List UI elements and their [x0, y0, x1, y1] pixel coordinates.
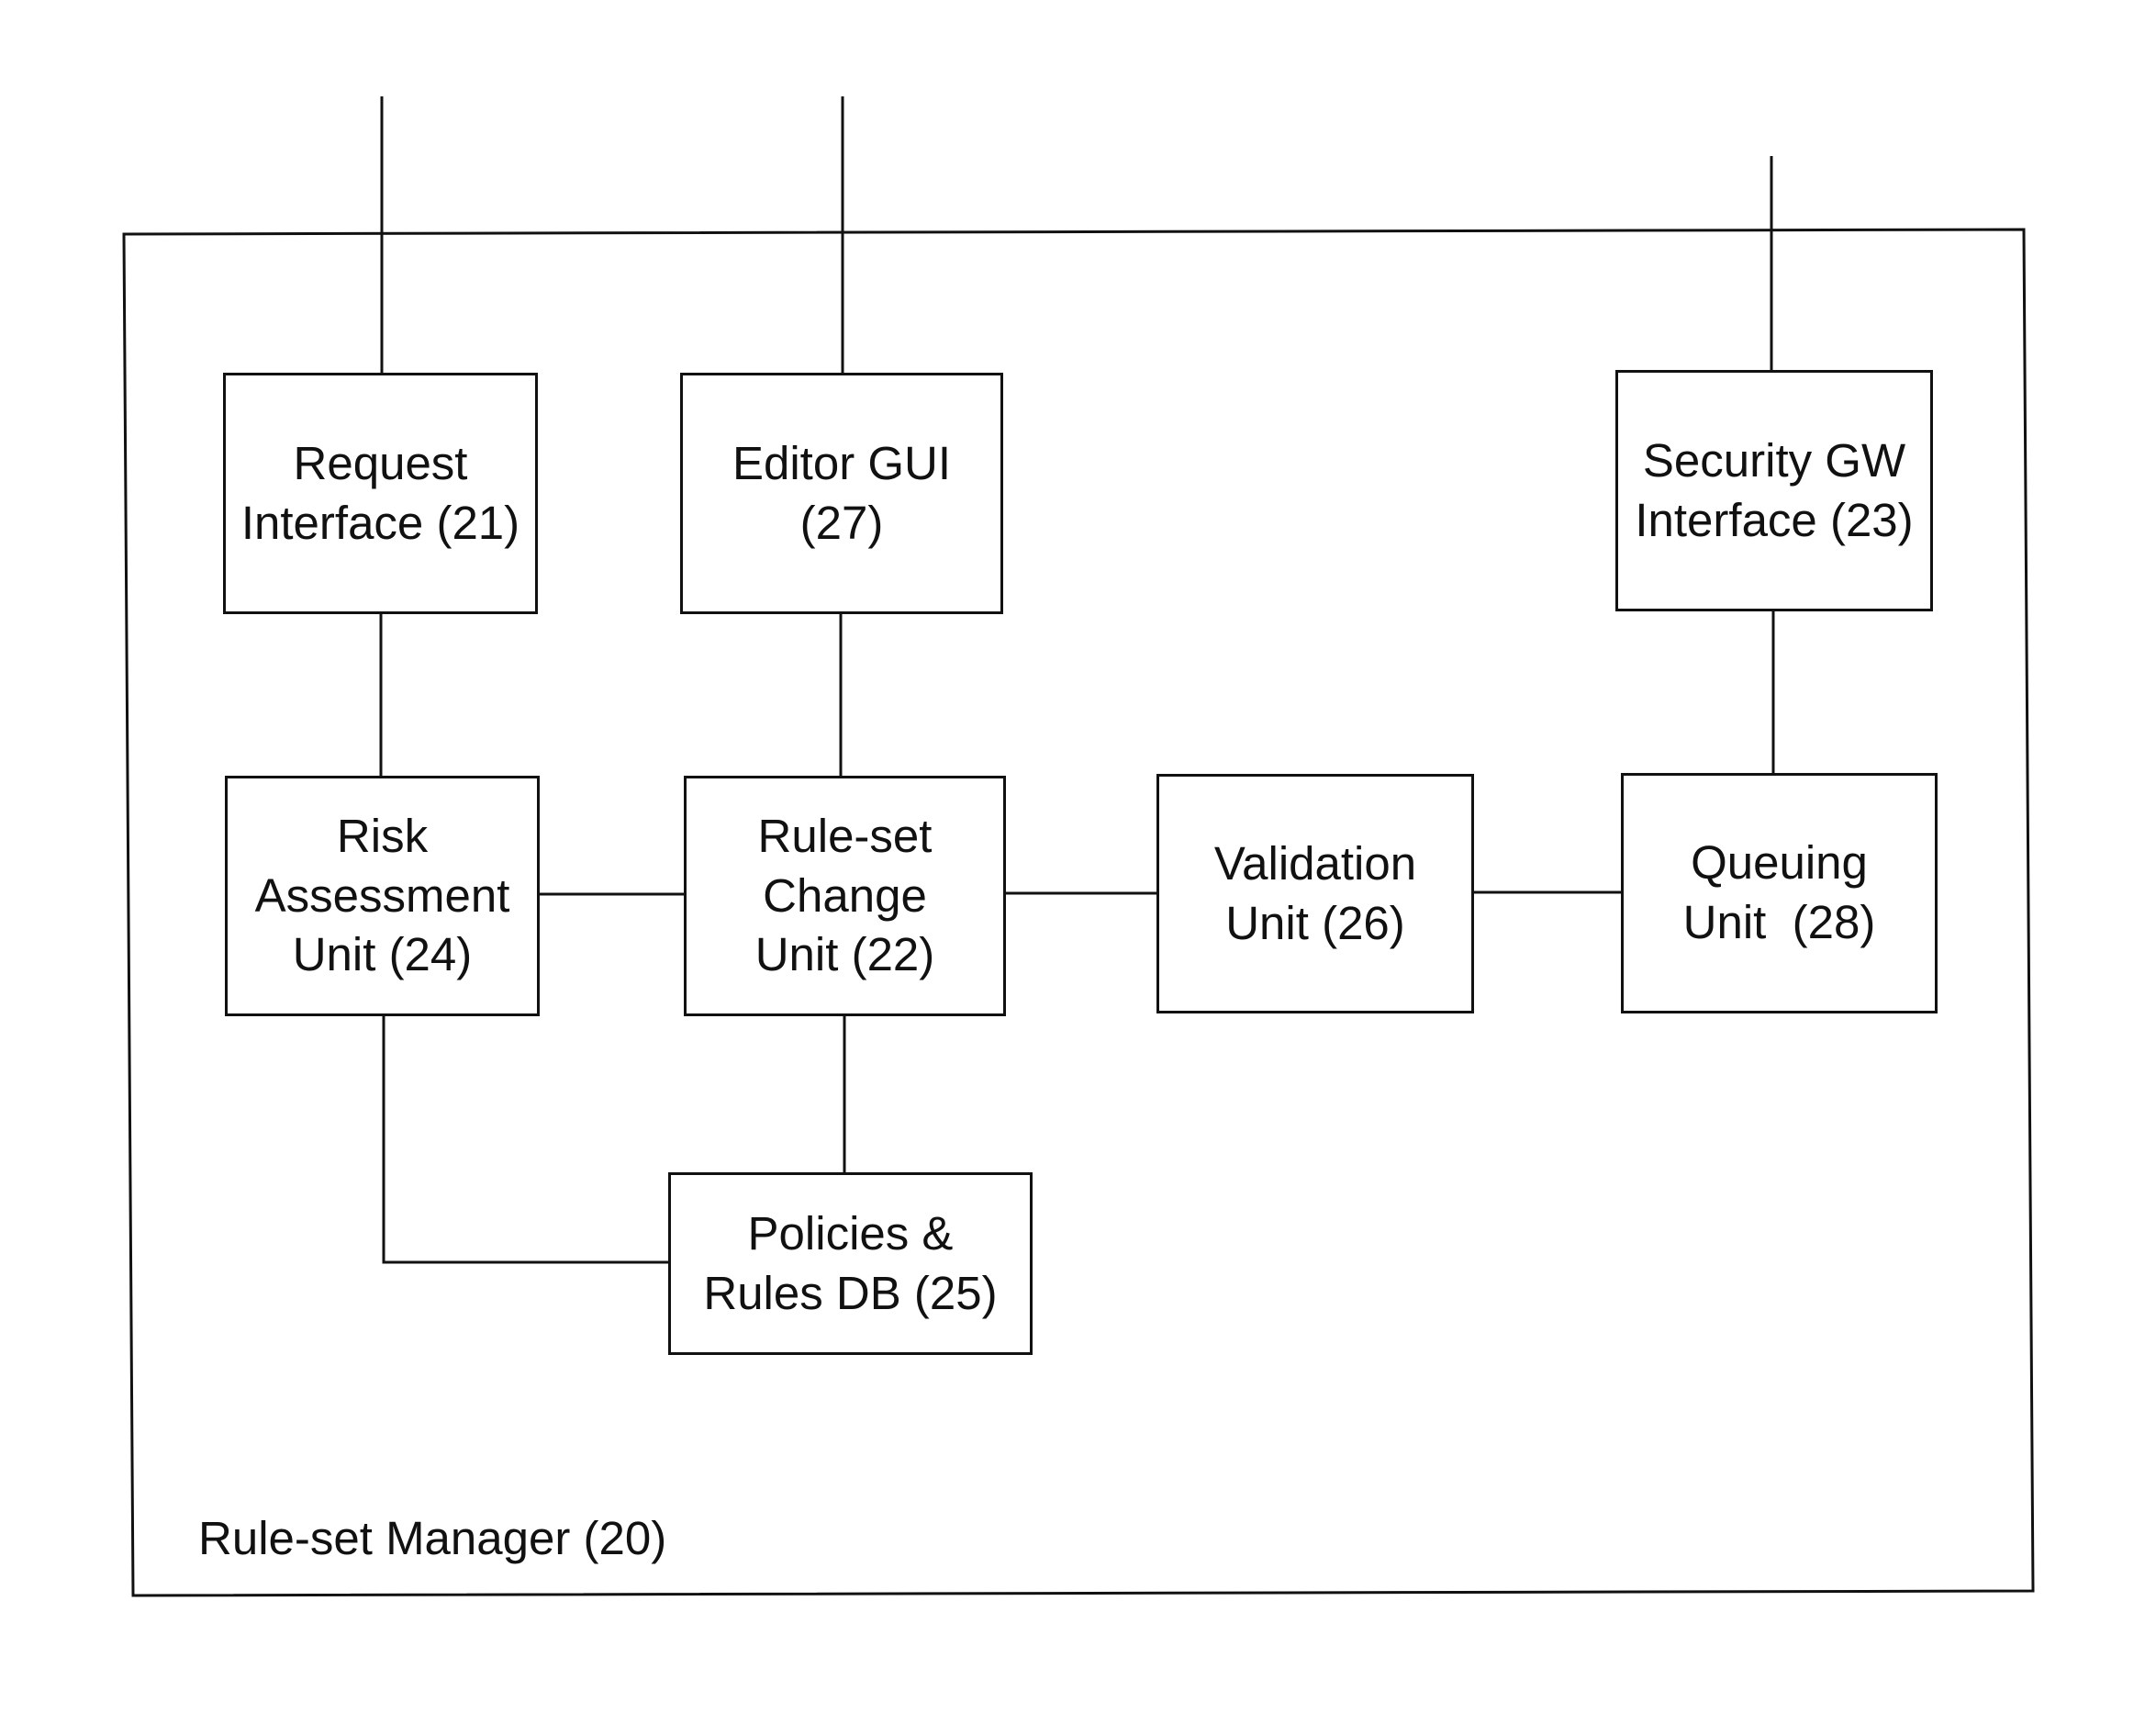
- request-interface-line2: Interface (21): [241, 494, 519, 554]
- security-gw-interface-line2: Interface (23): [1635, 491, 1913, 551]
- security-gw-interface-block: Security GW Interface (23): [1615, 370, 1933, 611]
- ruleset-change-line2: Change: [755, 867, 935, 926]
- queuing-unit-line1: Queuing: [1683, 834, 1876, 893]
- queuing-unit-line2: Unit (28): [1683, 893, 1876, 953]
- validation-unit-line2: Unit (26): [1214, 894, 1416, 954]
- editor-gui-block: Editor GUI (27): [680, 373, 1003, 614]
- security-gw-interface-line1: Security GW: [1635, 431, 1913, 491]
- validation-unit-line1: Validation: [1214, 834, 1416, 894]
- ruleset-change-line1: Rule-set: [755, 807, 935, 867]
- ruleset-change-unit-block: Rule-set Change Unit (22): [684, 776, 1006, 1016]
- risk-assessment-line3: Unit (24): [255, 925, 510, 985]
- editor-gui-line2: (27): [732, 494, 951, 554]
- risk-assessment-line1: Risk: [255, 807, 510, 867]
- policies-rules-db-line1: Policies &: [703, 1204, 997, 1264]
- queuing-unit-block: Queuing Unit (28): [1621, 773, 1938, 1013]
- risk-to-policies-line: [384, 1016, 668, 1262]
- request-interface-block: Request Interface (21): [223, 373, 538, 614]
- request-interface-line1: Request: [241, 434, 519, 494]
- policies-rules-db-block: Policies & Rules DB (25): [668, 1172, 1033, 1355]
- risk-assessment-line2: Assessment: [255, 867, 510, 926]
- ruleset-manager-label: Rule-set Manager (20): [198, 1510, 666, 1566]
- risk-assessment-unit-block: Risk Assessment Unit (24): [225, 776, 540, 1016]
- validation-unit-block: Validation Unit (26): [1156, 774, 1474, 1013]
- policies-rules-db-line2: Rules DB (25): [703, 1264, 997, 1324]
- ruleset-change-line3: Unit (22): [755, 925, 935, 985]
- editor-gui-line1: Editor GUI: [732, 434, 951, 494]
